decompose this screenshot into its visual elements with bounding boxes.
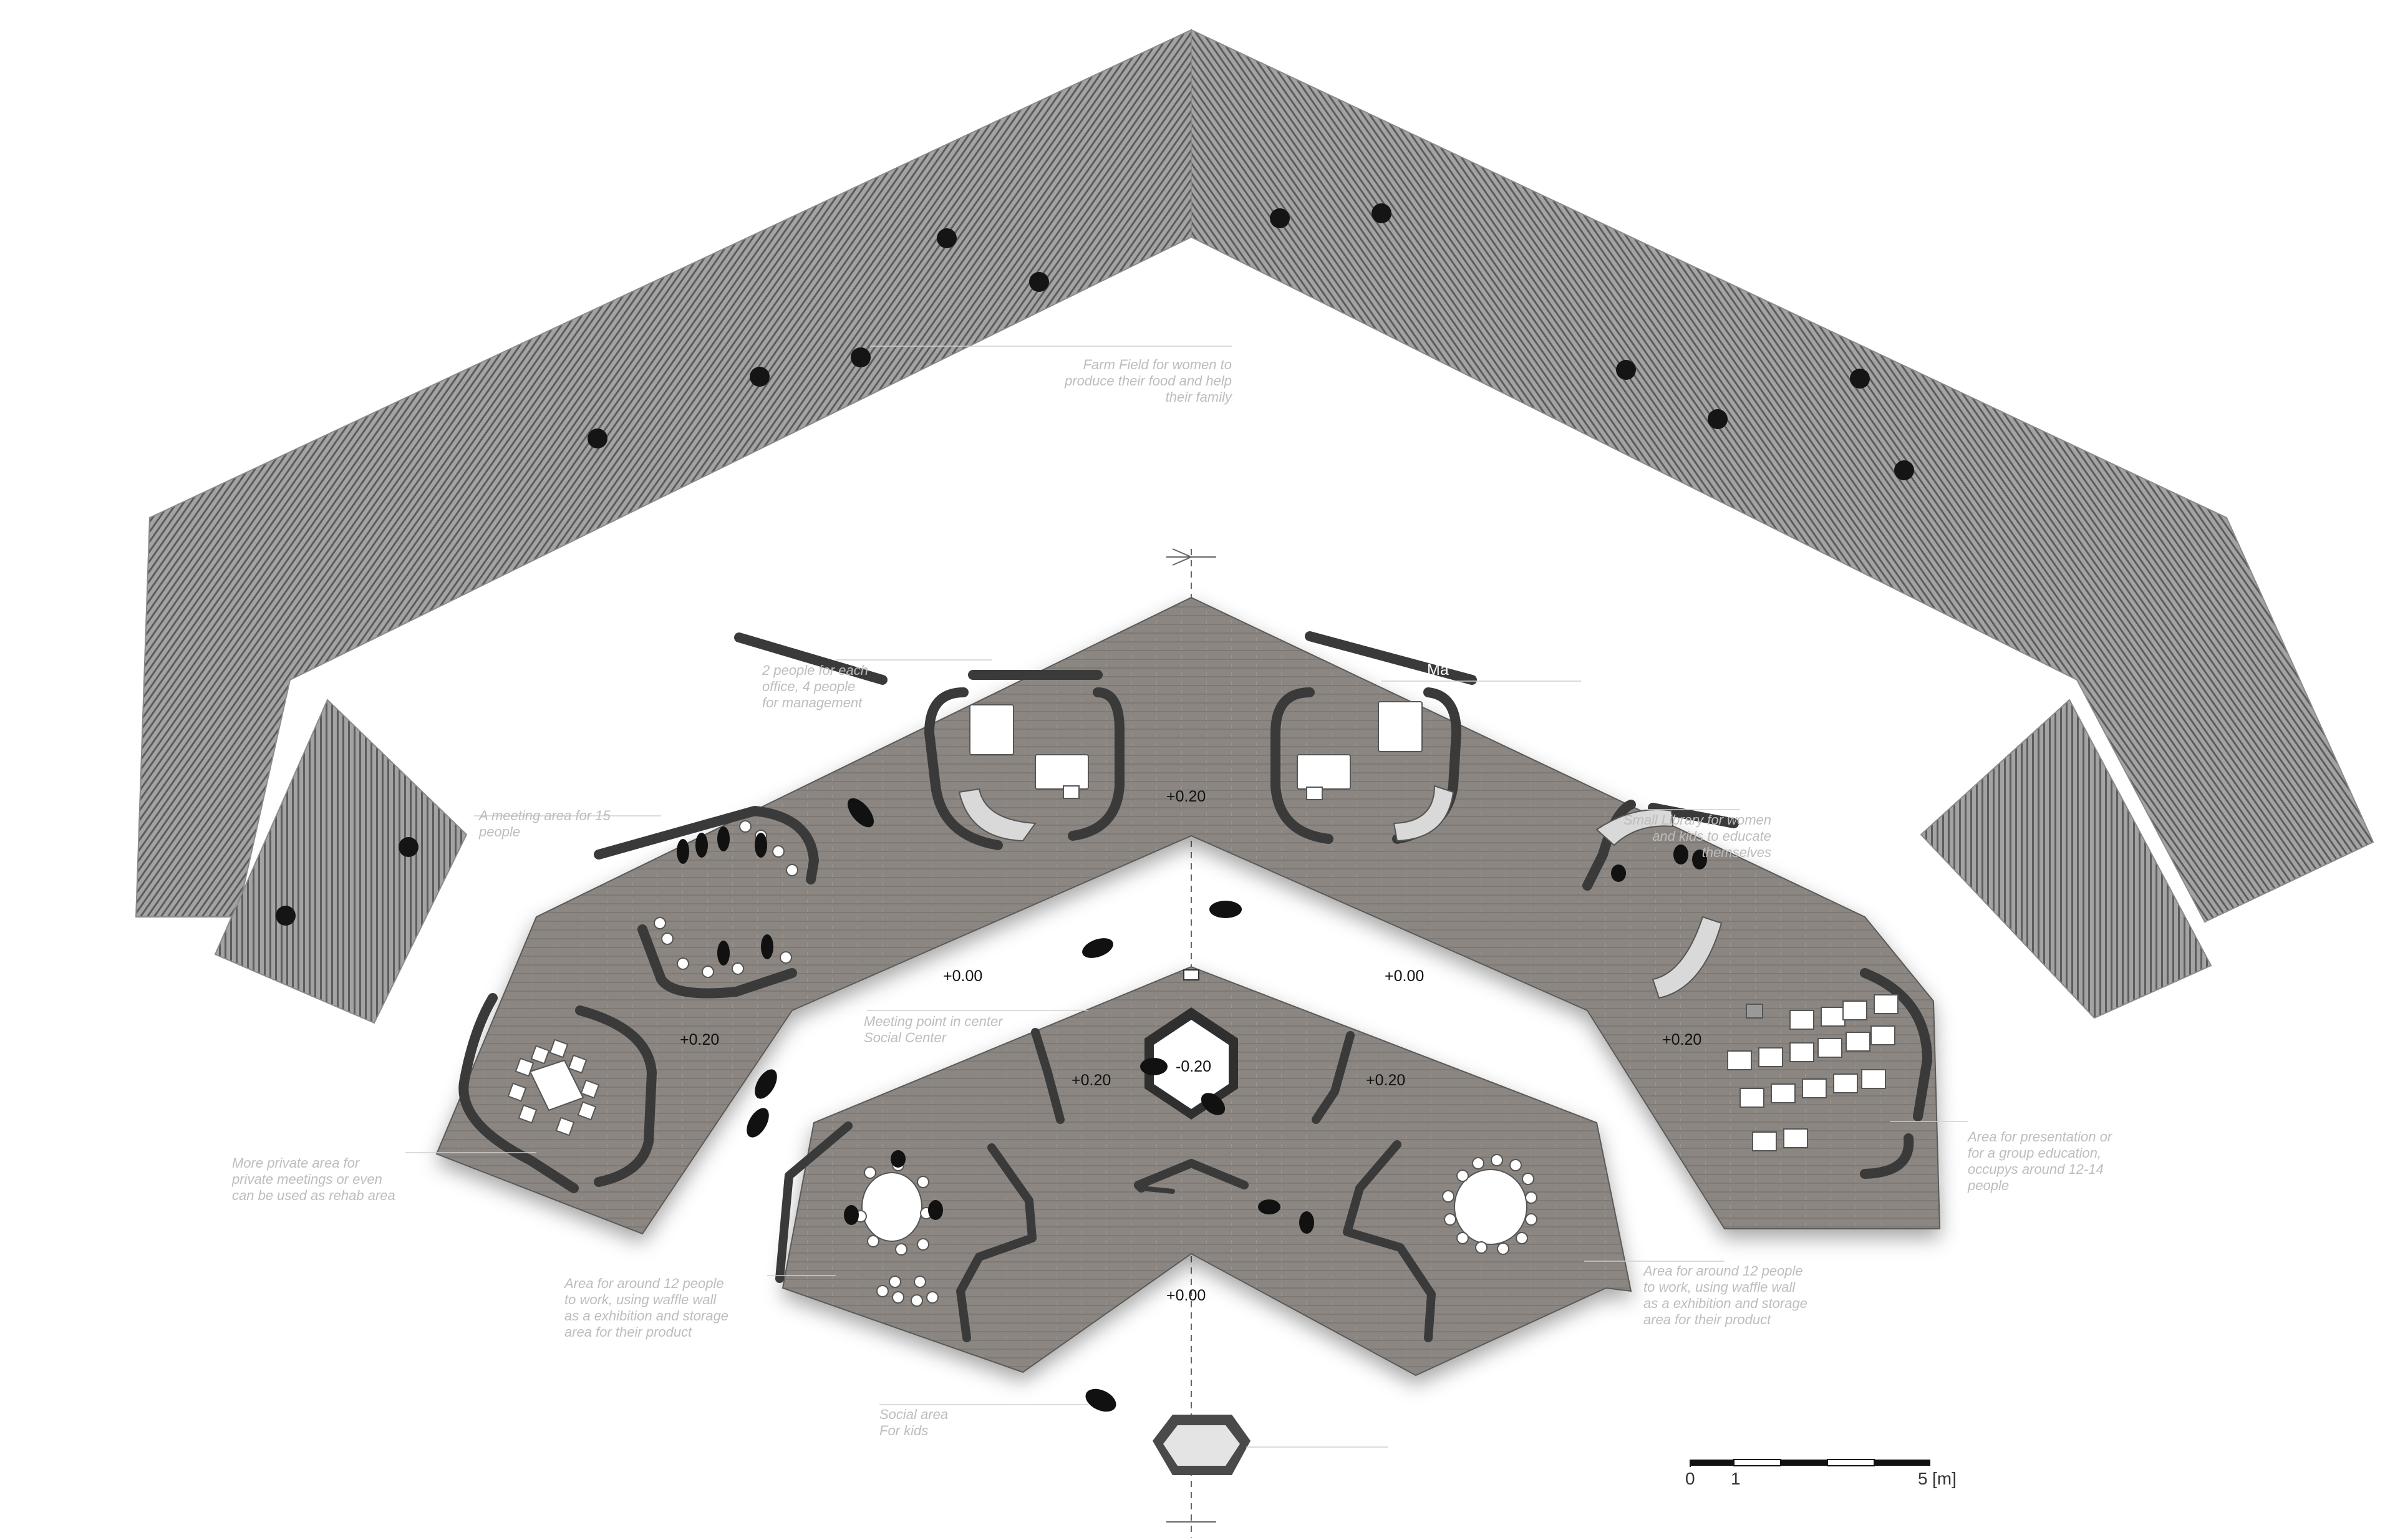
annotation-library: Small Library for women and kids to educ…	[1623, 812, 1771, 860]
private-room-wall	[458, 993, 579, 1193]
furniture	[507, 701, 1899, 1307]
note-kids-2: For kids	[879, 1423, 928, 1438]
farm-plants	[276, 203, 1914, 926]
annotation-presentation: Area for presentation or for a group edu…	[1967, 1129, 2113, 1193]
note-meeting-2: people	[478, 824, 520, 840]
annotation-meeting15: A meeting area for 15 people	[478, 808, 611, 840]
note-work-left-1: Area for around 12 people	[563, 1276, 724, 1291]
kids-sandpit	[1153, 1415, 1251, 1475]
note-presentation-4: people	[1967, 1178, 2009, 1193]
note-library-1: Small Library for women	[1623, 812, 1771, 828]
meeting-room-wall	[594, 806, 819, 884]
note-work-left-2: to work, using waffle wall	[564, 1292, 717, 1307]
annotation-work-left: Area for around 12 people to work, using…	[563, 1276, 728, 1340]
farm-field-left-patch	[214, 699, 468, 1024]
presentation-wall	[1860, 968, 1932, 1121]
note-presentation-3: occupys around 12-14	[1968, 1161, 2104, 1177]
level-inner-left: +0.20	[1072, 1072, 1111, 1089]
note-work-left-4: area for their product	[564, 1324, 692, 1340]
annotation-offices: 2 people for each office, 4 people for m…	[762, 662, 868, 710]
callout-lines	[405, 346, 1968, 1448]
level-marks: +0.20 +0.00 +0.00 +0.20 +0.20 +0.20 +0.2…	[680, 788, 1701, 1304]
farm-field-right-arm	[1191, 29, 2374, 923]
annotation-farm: Farm Field for women to produce their fo…	[1064, 357, 1233, 405]
note-presentation-1: Area for presentation or	[1967, 1129, 2113, 1145]
farm-field	[135, 29, 2374, 1024]
meeting-pit	[1144, 969, 1238, 1120]
annotation-center: Meeting point in center Social Center	[864, 1014, 1004, 1045]
level-right-courtyard: +0.00	[1385, 967, 1424, 985]
note-offices-1: 2 people for each	[762, 662, 868, 678]
note-farm-2: produce their food and help	[1064, 373, 1232, 389]
note-work-left-3: as a exhibition and storage	[564, 1308, 728, 1324]
note-center-2: Social Center	[864, 1030, 947, 1045]
people-silhouettes	[677, 798, 1707, 1412]
note-kids-1: Social area	[879, 1407, 948, 1422]
inner-walls	[775, 1028, 1436, 1342]
note-farm-3: their family	[1166, 389, 1233, 405]
note-work-right-4: area for their product	[1643, 1312, 1771, 1327]
right-work-table	[1454, 1169, 1527, 1245]
office-label-fragment: Ma	[1427, 661, 1449, 679]
note-work-right-2: to work, using waffle wall	[1643, 1279, 1796, 1295]
scale-tick-0: 0	[1685, 1469, 1695, 1488]
right-office-wall	[1270, 687, 1333, 844]
scale-bar: 0 1 5 [m]	[1685, 1459, 1957, 1488]
left-work-table	[861, 1172, 922, 1242]
scale-tick-5: 5	[1918, 1469, 1928, 1488]
note-work-right-3: as a exhibition and storage	[1643, 1295, 1807, 1311]
note-offices-3: for management	[762, 695, 863, 710]
annotation-private: More private area for private meetings o…	[231, 1155, 395, 1203]
scale-tick-1: 1	[1731, 1469, 1741, 1488]
level-left-wing: +0.20	[680, 1031, 719, 1048]
level-bottom: +0.00	[1166, 1287, 1206, 1304]
note-center-1: Meeting point in center	[864, 1014, 1004, 1029]
note-private-3: can be used as rehab area	[232, 1188, 395, 1203]
note-library-3: themselves	[1702, 845, 1771, 860]
outer-ring-floor	[435, 596, 1941, 1235]
walls	[458, 631, 1932, 1193]
note-library-2: and kids to educate	[1652, 828, 1771, 844]
left-office-wall	[924, 687, 1003, 850]
note-farm-1: Farm Field for women to	[1083, 357, 1232, 372]
level-right-wing: +0.20	[1662, 1031, 1701, 1048]
note-private-2: private meetings or even	[231, 1171, 382, 1187]
outer-ring-building	[435, 596, 1941, 1235]
annotation-work-right: Area for around 12 people to work, using…	[1642, 1263, 1807, 1327]
level-top-center: +0.20	[1166, 788, 1206, 805]
note-work-right-1: Area for around 12 people	[1642, 1263, 1803, 1279]
note-meeting-1: A meeting area for 15	[478, 808, 611, 823]
note-presentation-2: for a group education,	[1968, 1145, 2101, 1161]
level-pit: -0.20	[1176, 1058, 1211, 1075]
note-offices-2: office, 4 people	[762, 679, 855, 694]
meeting-label-fragment: n)	[675, 788, 689, 805]
private-room-table	[529, 1059, 584, 1111]
farm-field-right-patch	[1920, 699, 2212, 1019]
annotation-kids: Social area For kids	[879, 1407, 948, 1438]
level-inner-right: +0.20	[1366, 1072, 1405, 1089]
presentation-desks	[1727, 994, 1899, 1151]
level-left-courtyard: +0.00	[943, 967, 982, 985]
note-private-1: More private area for	[232, 1155, 360, 1171]
scale-unit: [m]	[1932, 1469, 1957, 1488]
